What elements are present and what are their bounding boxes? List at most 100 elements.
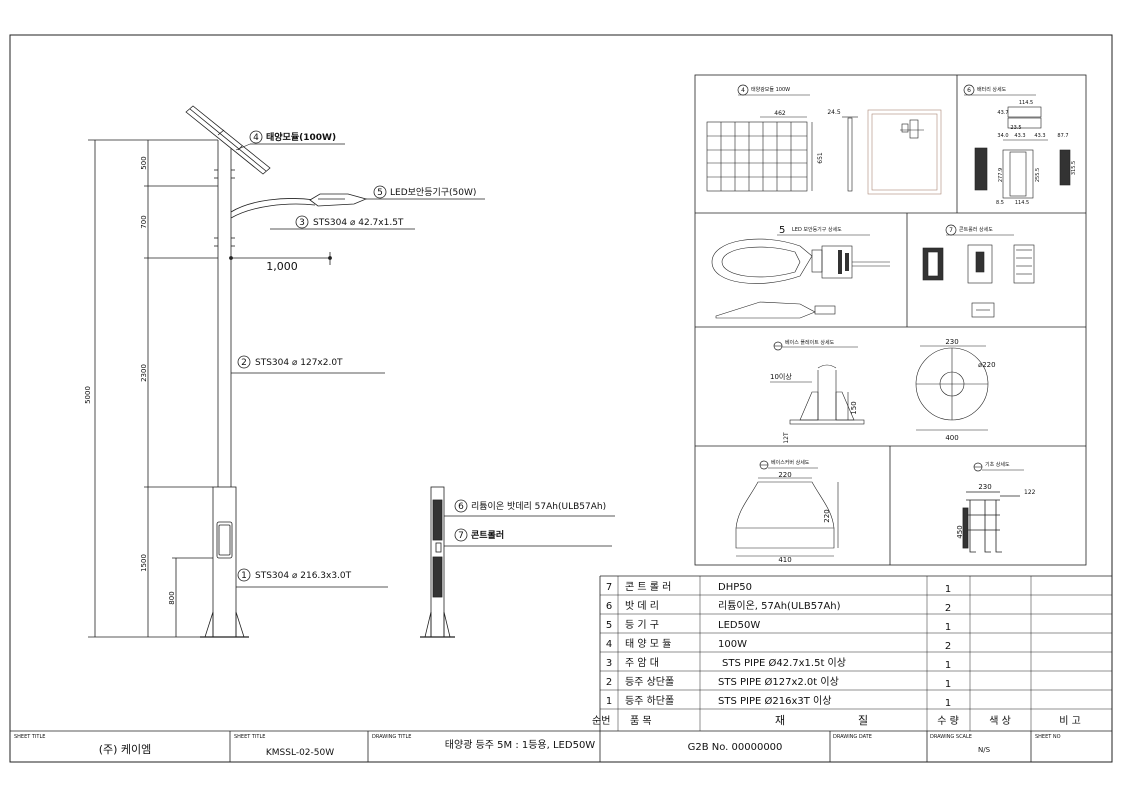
svg-text:1: 1 (945, 679, 951, 690)
svg-text:4: 4 (741, 87, 745, 94)
svg-text:베이스 플레이트 상세도: 베이스 플레이트 상세도 (785, 339, 835, 346)
svg-text:1: 1 (945, 622, 951, 633)
svg-text:STS304 ⌀ 42.7x1.5T: STS304 ⌀ 42.7x1.5T (313, 218, 404, 228)
callout-1: 1 STS304 ⌀ 216.3x3.0T (236, 568, 388, 588)
bom-table (599, 575, 1112, 731)
company-name: (주) 케이엠 (99, 743, 152, 756)
svg-text:리튬이온, 57Ah(ULB57Ah): 리튬이온, 57Ah(ULB57Ah) (718, 600, 841, 612)
callout-7: 7 콘트롤러 (444, 528, 612, 547)
svg-text:220: 220 (823, 509, 831, 522)
svg-text:밧 데 리: 밧 데 리 (625, 600, 659, 612)
detail-panel (694, 74, 1087, 566)
table-row: 7 콘 트 롤 러 DHP50 1 (606, 581, 951, 595)
svg-text:DHP50: DHP50 (718, 582, 752, 593)
svg-text:2: 2 (945, 641, 951, 652)
svg-text:462: 462 (774, 110, 786, 117)
callout-6: 6 리튬이온 밧데리 57Ah(ULB57Ah) (444, 499, 615, 517)
svg-text:3: 3 (299, 218, 305, 228)
svg-text:1: 1 (945, 698, 951, 709)
svg-text:220: 220 (778, 471, 791, 479)
svg-text:LED 보안등기구 상세도: LED 보안등기구 상세도 (792, 226, 842, 233)
svg-text:24.5: 24.5 (827, 109, 841, 116)
detail-base-plate: 베이스 플레이트 상세도 10이상 150 12T 230 ⌀220 400 (770, 338, 996, 444)
svg-text:8.5: 8.5 (996, 200, 1004, 206)
bom-rows: 7 콘 트 롤 러 DHP50 1 6 밧 데 리 리튬이온, 57Ah(ULB… (592, 581, 1081, 727)
svg-text:3: 3 (606, 658, 612, 669)
svg-text:⌀220: ⌀220 (978, 361, 996, 369)
svg-text:순번: 순번 (592, 715, 610, 727)
svg-text:277.9: 277.9 (998, 168, 1004, 182)
svg-text:400: 400 (945, 434, 958, 442)
dim-arm: 1,000 (266, 260, 298, 273)
table-row: 5 등 기 구 LED50W 1 (606, 619, 951, 633)
table-row: 6 밧 데 리 리튬이온, 57Ah(ULB57Ah) 2 (606, 600, 951, 614)
svg-text:5: 5 (377, 188, 383, 198)
svg-text:태 양 모 듈: 태 양 모 듈 (625, 638, 671, 650)
svg-text:태양모듈(100W): 태양모듈(100W) (266, 131, 336, 143)
svg-text:150: 150 (850, 401, 858, 414)
sheet-border (9, 34, 1113, 763)
svg-text:7: 7 (949, 227, 953, 234)
svg-text:색 상: 색 상 (989, 715, 1011, 727)
svg-text:4: 4 (253, 133, 259, 143)
table-row: 1 등주 하단폴 STS PIPE Ø216x3T 이상 1 (606, 694, 951, 709)
svg-text:재: 재 (775, 714, 785, 727)
drawing-scale: N/S (978, 746, 991, 754)
svg-text:DRAWING DATE: DRAWING DATE (833, 734, 872, 740)
detail-foundation: 기초 상세도 230 122 450 (956, 461, 1036, 553)
svg-text:450: 450 (956, 525, 964, 538)
callout-3: 3 STS304 ⌀ 42.7x1.5T (270, 215, 415, 230)
pole-dimensions: 5000 500 700 2300 1500 800 1,000 (84, 156, 298, 604)
svg-text:6: 6 (967, 87, 971, 94)
svg-text:SHEET TITLE: SHEET TITLE (14, 734, 45, 740)
svg-text:1: 1 (945, 584, 951, 595)
detail-controller: 7 콘트롤러 상세도 (922, 224, 1035, 318)
svg-text:410: 410 (778, 556, 791, 564)
table-header: 순번 품 목 재 질 수 량 색 상 비 고 (592, 714, 1081, 727)
svg-text:리튬이온 밧데리 57Ah(ULB57Ah): 리튬이온 밧데리 57Ah(ULB57Ah) (471, 501, 606, 512)
svg-text:기초 상세도: 기초 상세도 (985, 461, 1010, 468)
dim-500: 500 (140, 156, 148, 169)
drawing-title: 태양광 등주 5M : 1등용, LED50W (445, 739, 596, 751)
svg-text:배터리 상세도: 배터리 상세도 (977, 86, 1007, 93)
svg-text:2: 2 (606, 677, 612, 688)
svg-text:7: 7 (458, 531, 464, 541)
svg-text:6: 6 (458, 502, 464, 512)
svg-text:230: 230 (978, 483, 991, 491)
svg-text:등주 하단폴: 등주 하단폴 (625, 694, 674, 707)
svg-text:SHEET TITLE: SHEET TITLE (234, 734, 265, 740)
detail-led-luminaire: 5 LED 보안등기구 상세도 (711, 225, 890, 319)
dim-1500: 1500 (140, 554, 148, 572)
svg-text:100W: 100W (718, 639, 747, 650)
detail-battery: 6 배터리 상세도 114.5 43.7 23.5 34.0 43.3 43.3… (963, 84, 1077, 206)
pole-elevation (88, 105, 368, 638)
g2b-number: G2B No. 00000000 (688, 742, 783, 753)
svg-text:등 기 구: 등 기 구 (625, 619, 659, 631)
svg-text:43.7: 43.7 (997, 110, 1008, 116)
svg-text:수 량: 수 량 (937, 715, 959, 727)
detail-solar-module: 4 태양광모듈 100W 462 651 24.5 (706, 84, 942, 195)
svg-text:230: 230 (945, 338, 958, 346)
svg-text:4: 4 (606, 639, 612, 650)
svg-text:LED보안등기구(50W): LED보안등기구(50W) (390, 187, 476, 198)
svg-text:등주 상단폴: 등주 상단폴 (625, 676, 674, 688)
title-block (10, 730, 1112, 762)
svg-text:43.3: 43.3 (1034, 133, 1045, 139)
svg-text:비 고: 비 고 (1059, 715, 1081, 727)
svg-text:23.5: 23.5 (1010, 125, 1021, 131)
title-block-text: SHEET TITLE (주) 케이엠 SHEET TITLE KMSSL-02… (14, 734, 1061, 758)
svg-text:1: 1 (945, 660, 951, 671)
svg-text:651: 651 (817, 152, 824, 164)
svg-text:DRAWING TITLE: DRAWING TITLE (372, 734, 411, 740)
svg-text:114.5: 114.5 (1019, 100, 1033, 106)
svg-text:베이스커버 상세도: 베이스커버 상세도 (771, 459, 810, 466)
dim-800: 800 (168, 591, 176, 604)
svg-text:DRAWING SCALE: DRAWING SCALE (930, 734, 972, 740)
callout-4: 4 태양모듈(100W) (235, 130, 345, 151)
svg-text:주 암 대: 주 암 대 (625, 657, 659, 669)
svg-text:1: 1 (606, 696, 612, 707)
svg-text:콘 트 롤 러: 콘 트 롤 러 (625, 581, 671, 593)
table-row: 4 태 양 모 듈 100W 2 (606, 638, 951, 652)
svg-text:콘트롤러 상세도: 콘트롤러 상세도 (959, 226, 993, 233)
